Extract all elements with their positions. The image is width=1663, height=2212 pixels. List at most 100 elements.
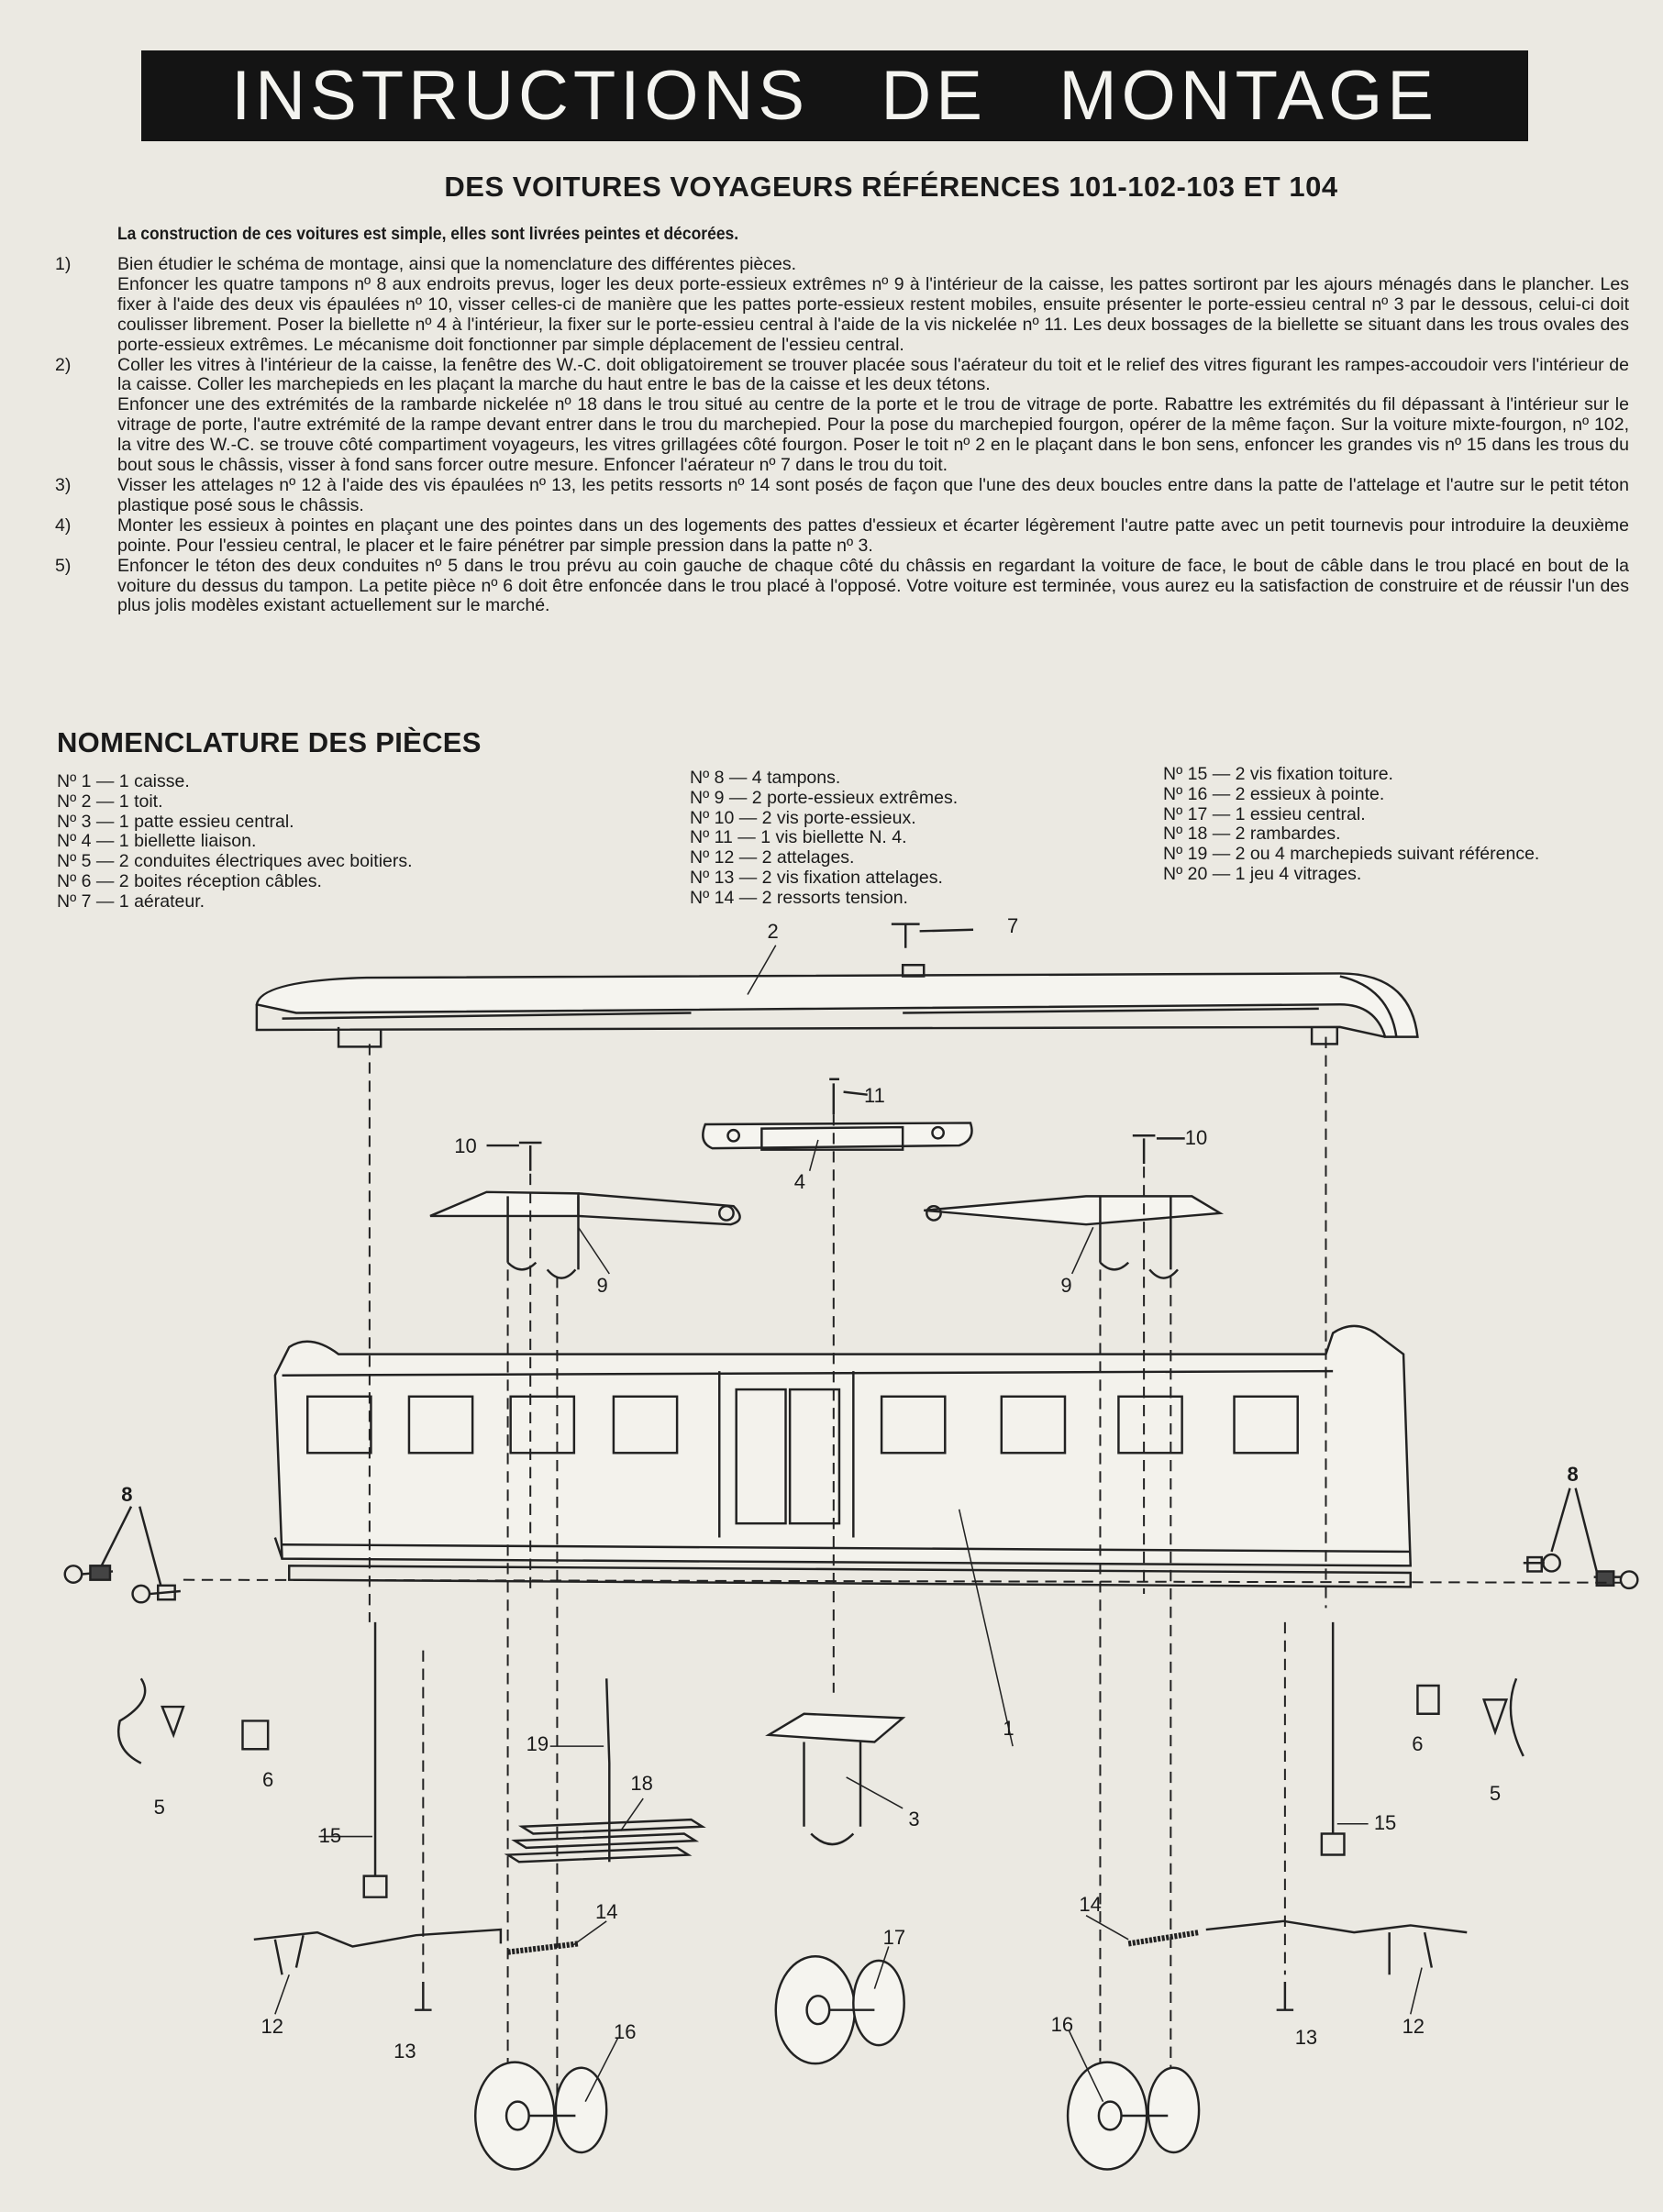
step-paragraph: Visser les attelages nº 12 à l'aide des …	[117, 474, 1629, 515]
nomenclature-item: Nº 4 — 1 biellette liaison.	[57, 831, 257, 852]
coupler-part-12-left	[253, 1928, 503, 1948]
part-number-label: 6	[262, 1767, 274, 1791]
spring-part-14-left	[507, 1941, 579, 1955]
nomenclature-item: Nº 13 — 2 vis fixation attelages.	[690, 867, 943, 888]
step-paragraph: Enfoncer le téton des deux conduites nº …	[117, 555, 1629, 616]
roof-part-2	[255, 963, 1419, 1048]
part-number-label: 8	[121, 1483, 133, 1506]
nomenclature-item: Nº 5 — 2 conduites électriques avec boit…	[57, 851, 413, 872]
part-number-label: 12	[1402, 2014, 1425, 2038]
nomenclature-item: Nº 9 — 2 porte-essieux extrêmes.	[690, 787, 959, 808]
part-number-label: 16	[1050, 2013, 1074, 2037]
assembly-step: 4) Monter les essieux à pointes en plaçan…	[55, 514, 1629, 557]
screw-part-10-right	[1132, 1134, 1156, 1165]
part-number-label: 5	[153, 1796, 165, 1819]
part-number-label: 14	[594, 1900, 618, 1924]
nomenclature-item: Nº 16 — 2 essieux à pointe.	[1163, 783, 1385, 804]
part-number-label: 5	[1489, 1782, 1502, 1805]
nomenclature-column-3: Nº 15 — 2 vis fixation toiture.Nº 16 — 2…	[1163, 764, 1540, 885]
step-part-19	[605, 1678, 611, 1863]
nomenclature-column-1: Nº 1 — 1 caisse.Nº 2 — 1 toit.Nº 3 — 1 p…	[57, 771, 413, 912]
axle-part-16-right	[1066, 2061, 1201, 2171]
cable-box-part-6-right	[1416, 1684, 1440, 1715]
conduit-part-5-right	[1509, 1677, 1524, 1757]
page-subtitle: DES VOITURES VOYAGEURS RÉFÉRENCES 101-10…	[444, 171, 1338, 203]
nomenclature-item: Nº 3 — 1 patte essieu central.	[57, 811, 294, 832]
part-number-label: 10	[1184, 1125, 1208, 1149]
conduit-part-5-left	[117, 1677, 147, 1764]
nomenclature-item: Nº 19 — 2 ou 4 marchepieds suivant référ…	[1163, 844, 1540, 865]
part-number-label: 16	[613, 2019, 637, 2043]
title-banner: INSTRUCTIONS DE MONTAGE	[141, 50, 1528, 141]
axle-holder-part-9-left	[429, 1190, 741, 1279]
part-number-label: 13	[1294, 2026, 1318, 2050]
nomenclature-item: Nº 15 — 2 vis fixation toiture.	[1163, 764, 1393, 784]
part-number-label: 11	[863, 1083, 885, 1107]
part-number-label: 6	[1412, 1732, 1424, 1756]
part-number-label: 1	[1003, 1717, 1014, 1741]
nomenclature-item: Nº 14 — 2 ressorts tension.	[690, 887, 908, 908]
part-number-label: 9	[596, 1274, 608, 1298]
step-paragraph: Enfoncer les quatre tampons nº 8 aux end…	[117, 273, 1629, 355]
nomenclature-column-2: Nº 8 — 4 tampons.Nº 9 — 2 porte-essieux …	[690, 768, 959, 909]
part-number-label: 15	[318, 1824, 342, 1848]
nomenclature-item: Nº 18 — 2 rambardes.	[1163, 824, 1341, 845]
screw-part-13-right	[1276, 1981, 1294, 2011]
step-number: 3)	[55, 474, 72, 495]
nomenclature-item: Nº 8 — 4 tampons.	[690, 768, 841, 788]
part-number-label: 2	[767, 920, 779, 944]
screw-part-10-left	[518, 1141, 542, 1171]
part-number-label: 15	[1373, 1811, 1397, 1835]
assembly-guide-lines	[183, 1036, 1623, 2117]
part-number-label: 17	[882, 1925, 906, 1949]
axle-part-16-left	[473, 2061, 608, 2171]
nomenclature-item: Nº 1 — 1 caisse.	[57, 771, 190, 791]
axle-holder-part-9-right	[924, 1195, 1225, 1279]
assembly-step: 2) Coller les vitres à l'intérieur de la …	[55, 354, 1629, 476]
part-number-label: 12	[261, 2014, 284, 2038]
part-number-label: 18	[630, 1772, 653, 1796]
step-paragraph: Enfoncer une des extrémités de la rambar…	[117, 394, 1629, 476]
assembly-step: 5)Enfoncer le téton des deux conduites n…	[55, 555, 1629, 617]
step-number: 4)	[55, 514, 72, 536]
page-title: INSTRUCTIONS DE MONTAGE	[231, 57, 1438, 135]
axle-part-17	[774, 1955, 905, 2065]
screw-part-15-left	[362, 1621, 388, 1898]
step-number: 2)	[55, 354, 72, 375]
nomenclature-item: Nº 10 — 2 vis porte-essieux.	[690, 807, 916, 828]
nomenclature-item: Nº 2 — 1 toit.	[57, 791, 163, 812]
part-number-label: 19	[526, 1732, 549, 1756]
part-number-label: 9	[1060, 1274, 1072, 1298]
step-number: 1)	[55, 254, 72, 274]
screw-part-15-right	[1320, 1621, 1346, 1856]
nomenclature-item: Nº 20 — 1 jeu 4 vitrages.	[1163, 863, 1362, 884]
central-axle-holder-part-3	[765, 1712, 906, 1846]
nomenclature-item: Nº 6 — 2 boites réception câbles.	[57, 870, 322, 891]
screw-part-11	[829, 1078, 839, 1115]
part-number-label: 13	[394, 2040, 416, 2063]
step-paragraph: Monter les essieux à pointes en plaçant …	[117, 514, 1629, 556]
nomenclature-item: Nº 7 — 1 aérateur.	[57, 890, 205, 912]
link-part-4	[702, 1122, 973, 1151]
nomenclature-item: Nº 11 — 1 vis biellette N. 4.	[690, 827, 907, 848]
coupler-part-12-right	[1205, 1919, 1468, 1975]
intro-text: La construction de ces voitures est simp…	[117, 225, 739, 244]
part-number-label: 7	[1006, 914, 1019, 938]
screw-part-13-left	[415, 1981, 432, 2011]
assembly-steps: 1)Bien étudier le schéma de montage, ain…	[55, 254, 1629, 617]
carriage-body-part-1	[273, 1324, 1413, 1588]
nomenclature-item: Nº 12 — 2 attelages.	[690, 847, 855, 868]
part-number-label: 3	[908, 1807, 920, 1830]
part-number-label: 8	[1567, 1463, 1579, 1487]
nomenclature-item: Nº 17 — 1 essieu central.	[1163, 803, 1366, 824]
rail-parts-18	[504, 1818, 706, 1864]
part-number-label: 14	[1079, 1893, 1102, 1917]
aerator-part-7	[891, 923, 974, 948]
nomenclature-title: NOMENCLATURE DES PIÈCES	[57, 726, 482, 758]
buffer-parts-8	[63, 1488, 1639, 1604]
assembly-step: 1)Bien étudier le schéma de montage, ain…	[55, 254, 1629, 356]
part-number-label: 10	[454, 1134, 477, 1158]
assembly-step: 3) Visser les attelages nº 12 à l'aide de…	[55, 474, 1629, 516]
step-paragraph: Coller les vitres à l'intérieur de la ca…	[117, 354, 1629, 395]
